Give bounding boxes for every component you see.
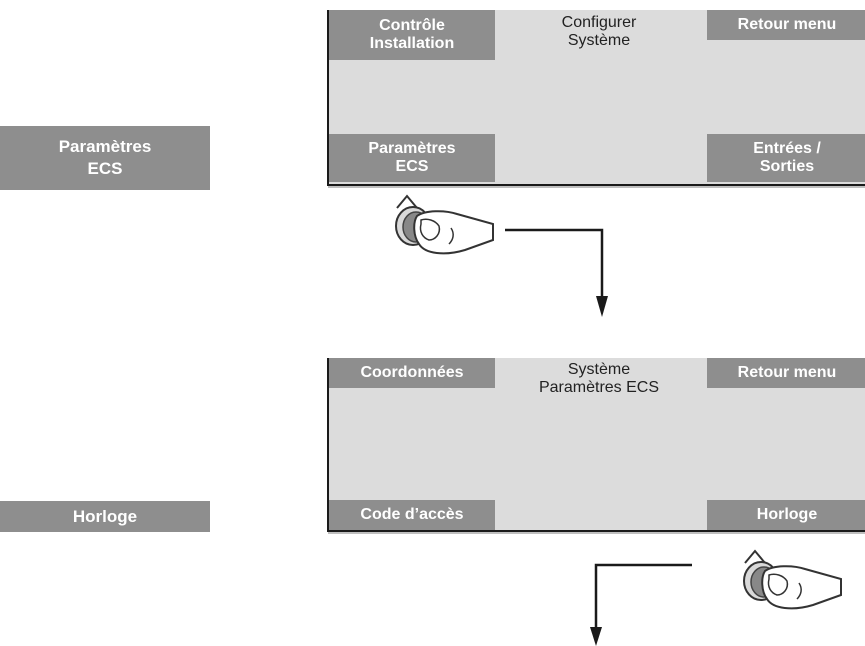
softkey-parametres-ecs[interactable]: Paramètres ECS (329, 134, 495, 182)
arrow-down-icon (505, 228, 608, 317)
softkey-label: Retour menu (737, 16, 837, 33)
softkey-controle-installation[interactable]: Contrôle Installation (329, 10, 495, 60)
side-label-line-1: Horloge (72, 506, 138, 526)
softkey-label-line-2: Sorties (759, 158, 815, 175)
softkey-label: Coordonnées (360, 364, 464, 381)
softkey-label-line-1: Contrôle (379, 17, 445, 34)
screen-title: Configurer Système (494, 14, 704, 50)
softkey-label-line-1: Entrées / (753, 140, 821, 157)
side-label-line-1: Paramètres (58, 137, 152, 156)
softkey-retour-menu[interactable]: Retour menu (707, 358, 865, 388)
finger-press-icon (743, 550, 842, 610)
finger-press-icon (395, 195, 494, 255)
softkey-coordonnees[interactable]: Coordonnées (329, 358, 495, 388)
softkey-retour-menu[interactable]: Retour menu (707, 10, 865, 40)
screen-title-line-2: Paramètres ECS (538, 379, 660, 396)
screen-title-line-2: Système (567, 32, 631, 49)
screen-systeme-parametres-ecs: Coordonnées Système Paramètres ECS Retou… (327, 358, 865, 532)
softkey-label-line-2: Installation (369, 35, 455, 52)
softkey-label: Retour menu (737, 364, 837, 381)
screen-title-line-1: Configurer (561, 14, 637, 31)
softkey-label: Code d’accès (360, 506, 464, 523)
side-label-line-2: ECS (87, 159, 123, 178)
softkey-label: Horloge (756, 506, 818, 523)
softkey-entrees-sorties[interactable]: Entrées / Sorties (707, 134, 865, 182)
side-label-horloge: Horloge (0, 501, 210, 532)
screen-configurer-systeme: Contrôle Installation Configurer Système… (327, 10, 865, 186)
side-label-parametres-ecs: Paramètres ECS (0, 126, 210, 190)
screen-title: Système Paramètres ECS (494, 361, 704, 397)
softkey-label-line-2: ECS (395, 158, 429, 175)
softkey-label-line-1: Paramètres (368, 140, 456, 157)
arrow-down-icon (590, 563, 692, 646)
softkey-code-acces[interactable]: Code d’accès (329, 500, 495, 530)
screen-title-line-1: Système (567, 361, 631, 378)
softkey-horloge[interactable]: Horloge (707, 500, 865, 530)
